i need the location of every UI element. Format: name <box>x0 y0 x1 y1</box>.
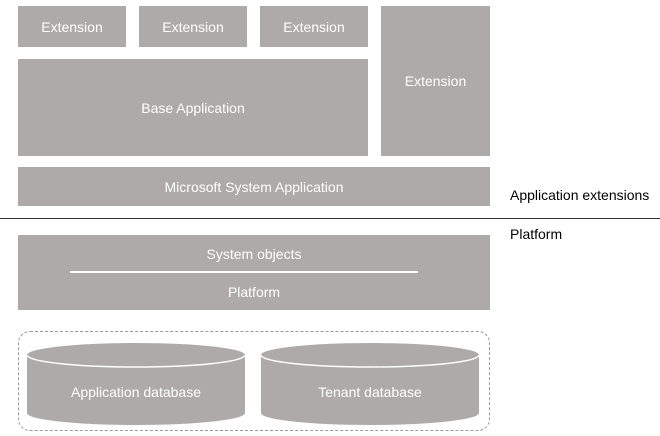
platform-side-label: Platform <box>510 226 563 242</box>
platform-separator-line <box>70 271 418 273</box>
platform-inner-label: Platform <box>227 284 281 300</box>
application-database-cylinder: Application database <box>27 343 245 425</box>
database-group <box>18 331 490 431</box>
system-objects-label: System objects <box>206 246 302 262</box>
application-extensions-label: Application extensions <box>510 187 650 203</box>
system-application-box: Microsoft System Application <box>18 167 490 206</box>
system-application-label: Microsoft System Application <box>164 178 344 195</box>
extension-label-2: Extension <box>162 18 224 35</box>
extension-label-3: Extension <box>283 18 345 35</box>
application-database-label: Application database <box>71 384 201 400</box>
extension-box-1: Extension <box>18 6 126 47</box>
extension-label-right: Extension <box>404 73 467 89</box>
base-application-box: Base Application <box>18 59 368 156</box>
tenant-database-cylinder: Tenant database <box>261 343 479 425</box>
extension-box-3: Extension <box>260 6 368 47</box>
extension-box-2: Extension <box>139 6 247 47</box>
base-application-label: Base Application <box>141 99 245 116</box>
layer-divider <box>0 218 660 219</box>
database-cylinder-icon <box>27 343 245 425</box>
tenant-database-label: Tenant database <box>318 384 422 400</box>
extension-label-1: Extension <box>41 18 103 35</box>
extension-box-right: Extension <box>381 6 490 156</box>
database-cylinder-icon <box>261 343 479 425</box>
